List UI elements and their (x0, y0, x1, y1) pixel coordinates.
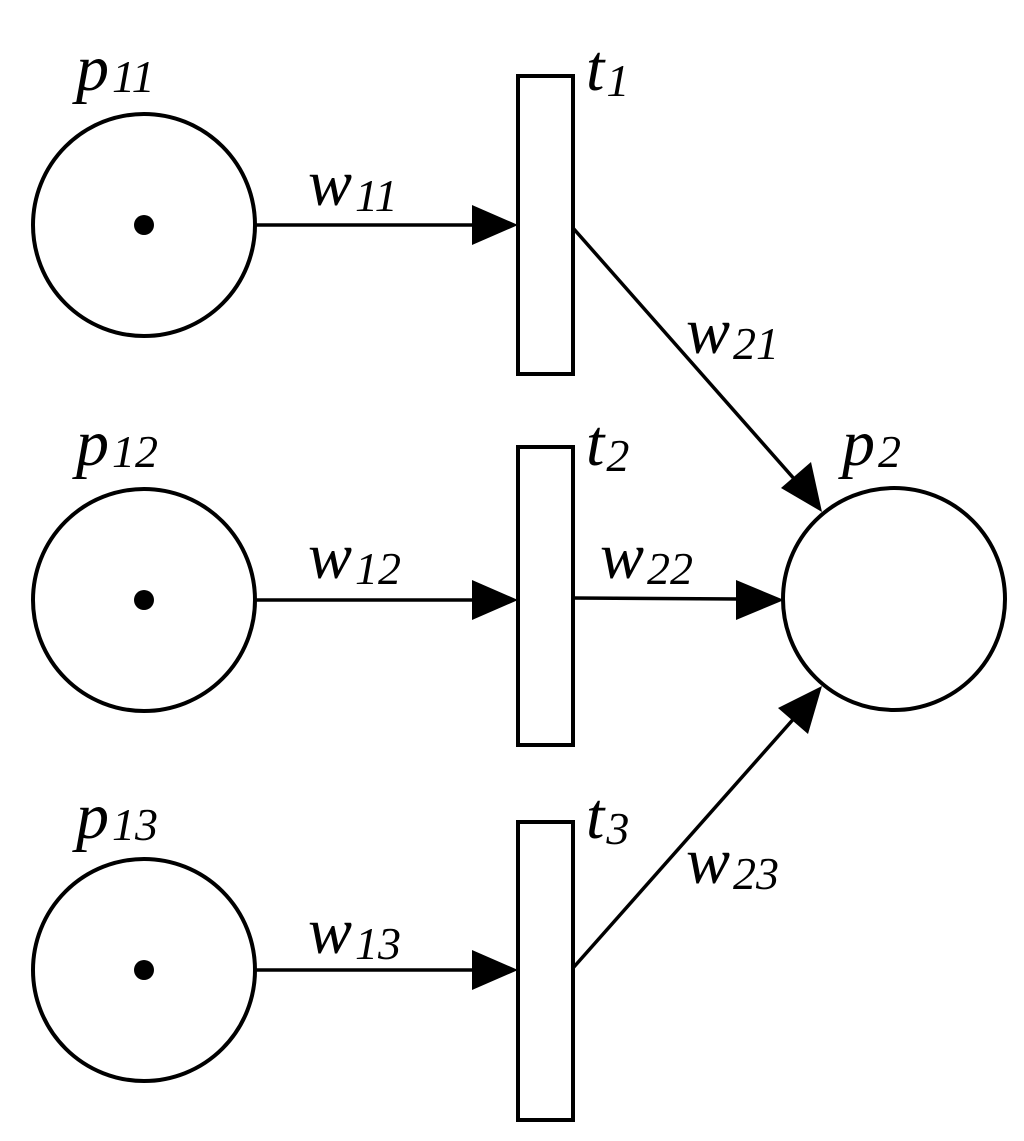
arc-t3-p2 (571, 686, 822, 970)
token-dot (134, 215, 154, 235)
arc-p11-t1 (256, 205, 518, 245)
place-p13 (31, 857, 257, 1083)
token-dot (134, 590, 154, 610)
place-p2 (781, 486, 1007, 712)
arc-p13-t3 (256, 950, 518, 990)
arc-t2-p2 (572, 580, 784, 620)
label-p13: p13 (72, 780, 158, 853)
token-dot (134, 960, 154, 980)
label-p12: p12 (72, 407, 158, 480)
label-t3: t3 (586, 780, 629, 854)
label-w21: w21 (686, 295, 779, 369)
label-w23: w23 (686, 825, 779, 899)
transition-t2 (516, 445, 575, 747)
label-p2: p2 (838, 407, 901, 480)
transition-t1 (516, 74, 575, 376)
place-p12 (31, 487, 257, 713)
label-w11: w11 (308, 147, 398, 221)
label-w12: w12 (308, 520, 401, 594)
arc-t1-p2 (571, 226, 822, 512)
label-t1: t1 (586, 32, 629, 106)
arc-p12-t2 (256, 580, 518, 620)
label-w13: w13 (308, 895, 401, 969)
label-w22: w22 (600, 520, 693, 594)
label-t2: t2 (586, 407, 629, 481)
place-p11 (31, 112, 257, 338)
label-p11: p11 (72, 32, 155, 105)
transition-t3 (516, 820, 575, 1122)
